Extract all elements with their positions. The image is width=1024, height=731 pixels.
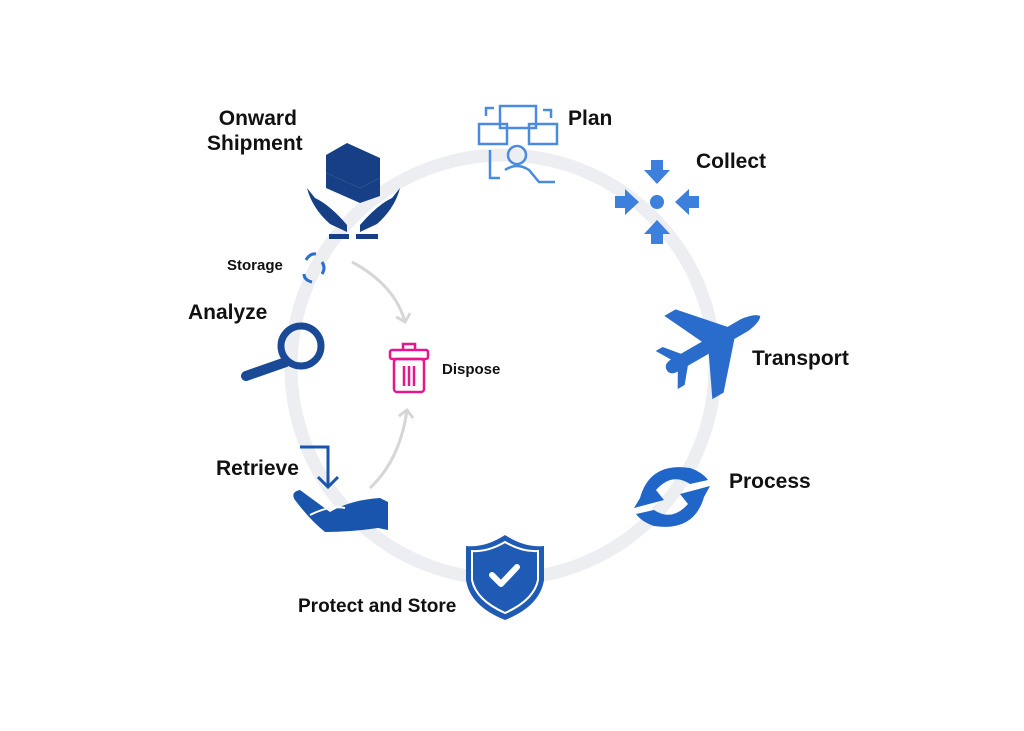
label-analyze: Analyze xyxy=(188,301,268,324)
label-collect: Collect xyxy=(696,150,767,173)
planning-people-chat-icon xyxy=(477,104,559,184)
label-shipment: Shipment xyxy=(207,132,303,156)
hands-box-icon xyxy=(307,143,400,239)
recycle-arrows-icon xyxy=(302,252,326,284)
label-transport: Transport xyxy=(752,347,849,370)
arrow-to-dispose-from-storage xyxy=(351,260,412,324)
hand-receive-icon xyxy=(293,445,388,532)
label-dispose: Dispose xyxy=(442,361,501,378)
refresh-arrows-icon xyxy=(634,467,710,527)
arrow-retrieve-to-dispose xyxy=(368,407,415,490)
label-onward-shipment: Onward Shipment xyxy=(207,106,303,156)
label-protect-and-store: Protect and Store xyxy=(298,596,457,617)
label-process: Process xyxy=(729,470,811,493)
label-storage: Storage xyxy=(227,257,283,274)
label-retrieve: Retrieve xyxy=(216,457,299,480)
shield-check-icon xyxy=(466,535,544,620)
converging-arrows-icon xyxy=(615,160,699,244)
trash-icon xyxy=(388,342,430,394)
airplane-icon xyxy=(655,309,761,400)
magnifier-icon xyxy=(241,322,325,381)
label-onward: Onward xyxy=(218,107,297,130)
label-plan: Plan xyxy=(568,107,613,130)
